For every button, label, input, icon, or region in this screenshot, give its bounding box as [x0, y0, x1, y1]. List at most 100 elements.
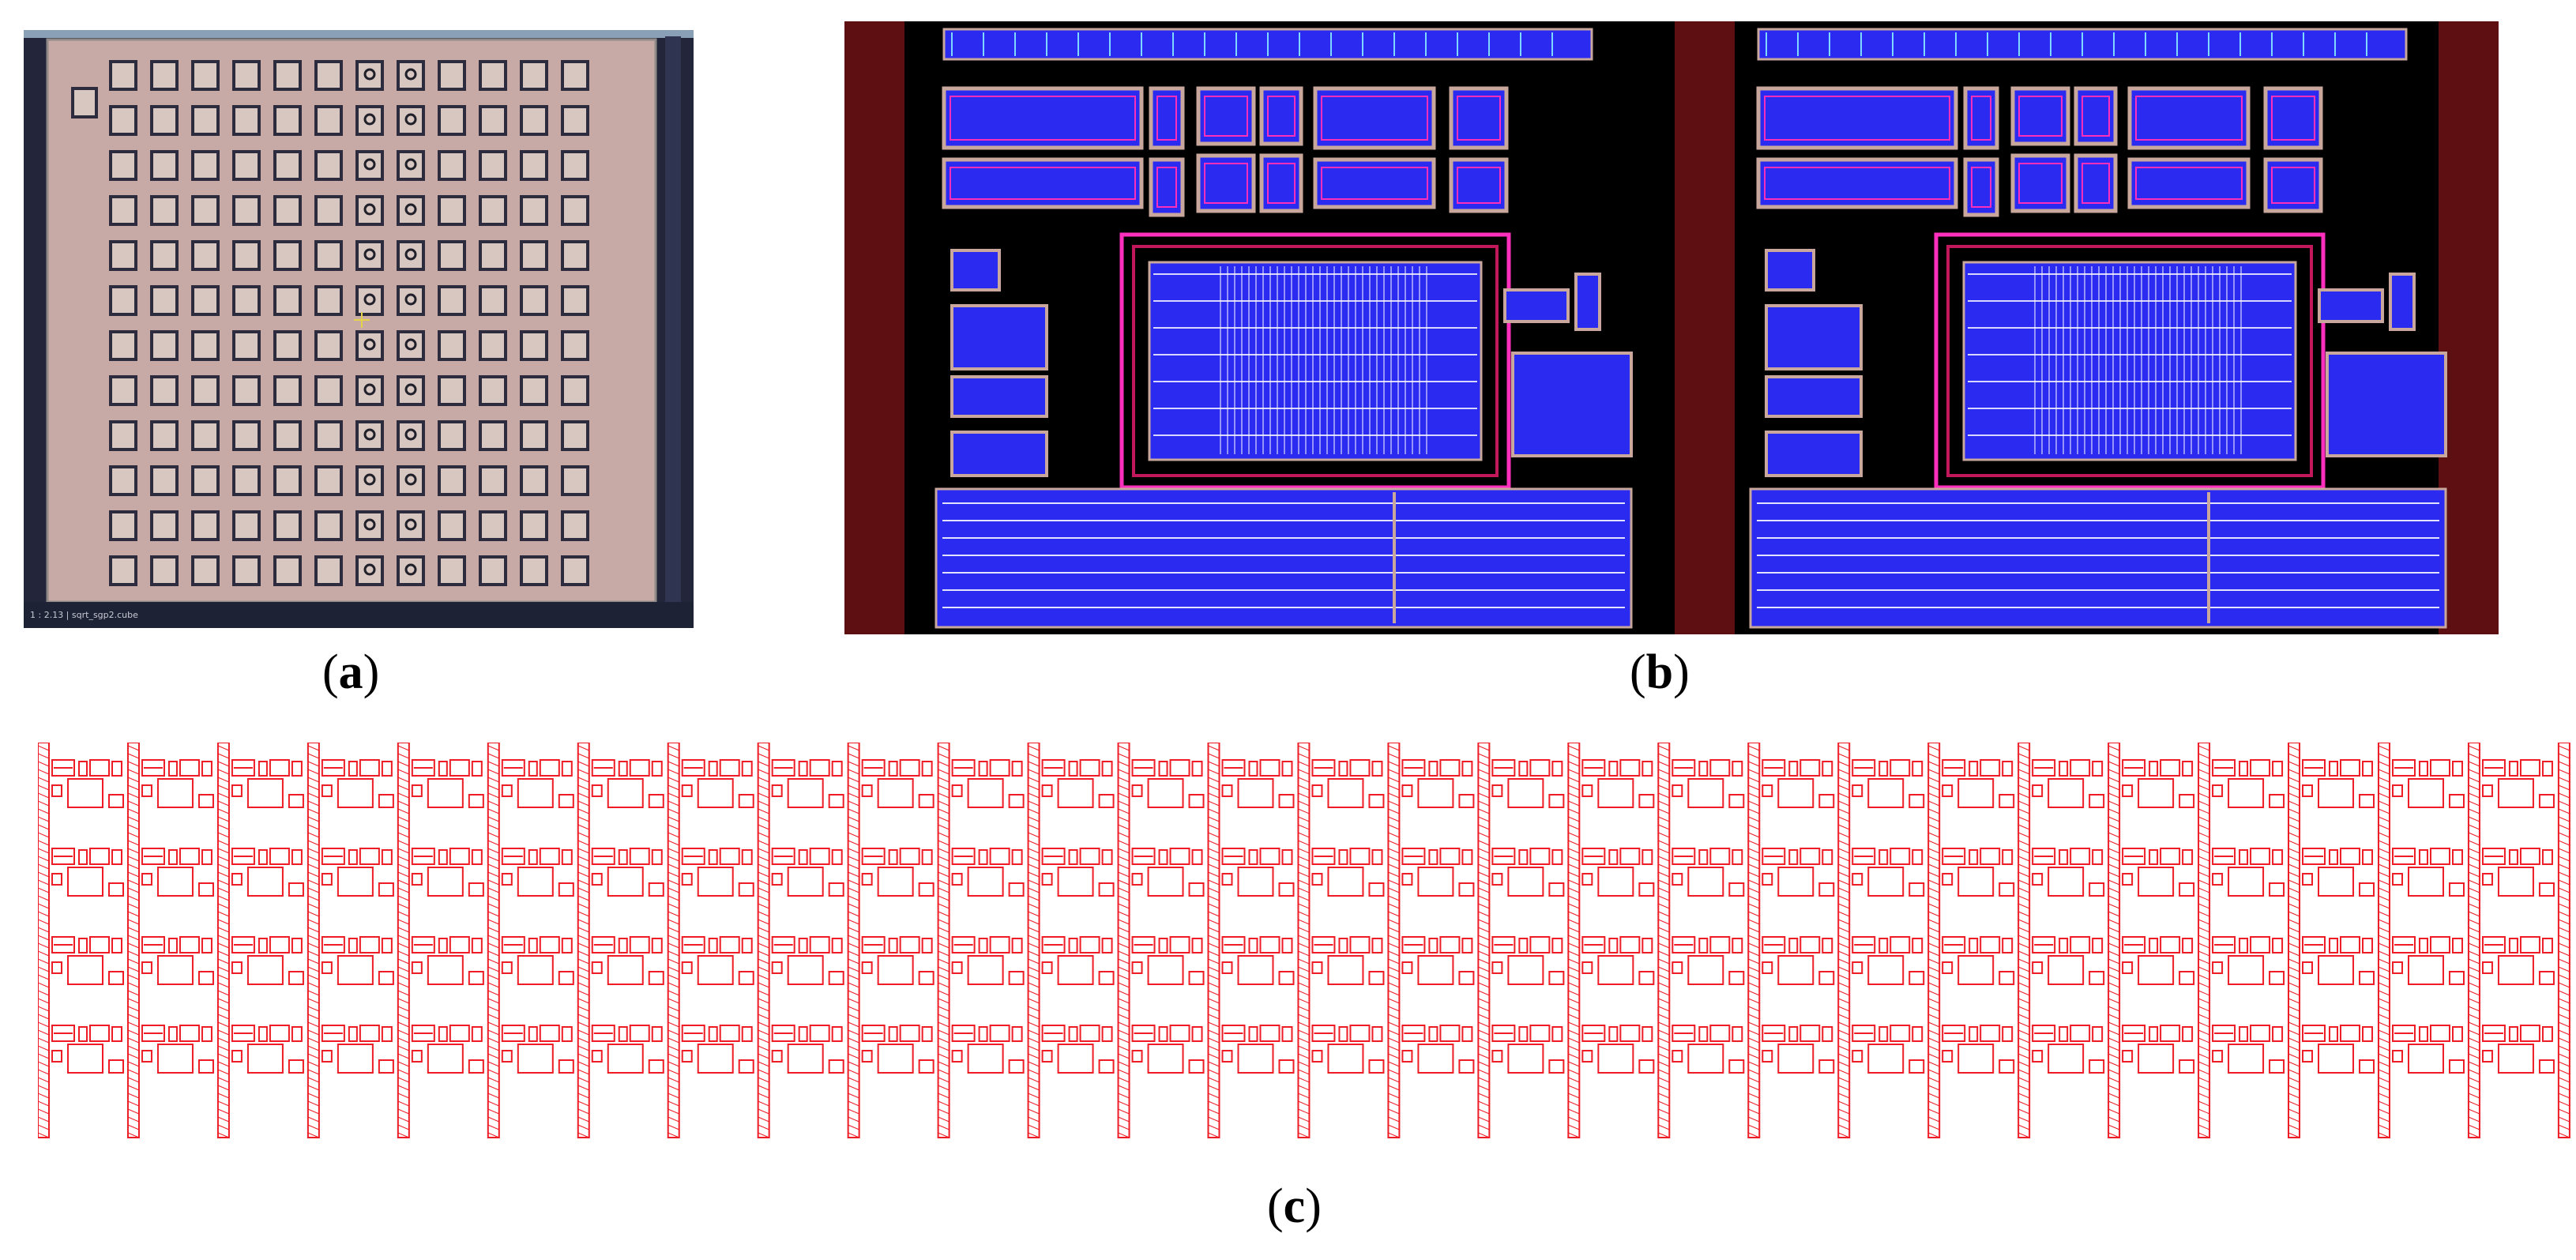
rail-hatch: [2468, 1100, 2480, 1107]
cell-block: [629, 848, 650, 865]
rail-hatch: [1208, 1069, 1220, 1075]
rail-hatch: [2288, 1045, 2300, 1051]
block-outline: [1204, 96, 1248, 137]
array-cell: [1672, 936, 1745, 985]
rail-hatch: [1568, 895, 1580, 901]
rail-hatch: [1388, 816, 1400, 822]
rail-hatch: [1748, 792, 1760, 799]
cell-block: [51, 873, 62, 886]
cell-block: [2122, 1050, 2134, 1063]
rail-hatch: [2378, 840, 2390, 846]
cell-block: [2481, 1025, 2506, 1042]
rail-hatch: [2108, 784, 2120, 791]
rail-hatch: [668, 840, 679, 846]
rail-hatch: [848, 800, 859, 807]
cell-block: [2182, 761, 2194, 777]
rail-hatch: [758, 871, 769, 878]
cell-block: [2451, 761, 2463, 777]
cell-block: [471, 849, 483, 865]
rail-hatch: [1927, 871, 1940, 878]
rail-hatch: [1478, 982, 1490, 988]
array-ring-outer: [1934, 232, 2326, 490]
rail-hatch: [1298, 816, 1310, 822]
rail-hatch: [487, 745, 500, 751]
rail-hatch: [1298, 1006, 1310, 1012]
probe-mark: [363, 518, 376, 531]
rail-hatch: [1748, 1006, 1760, 1012]
rail-hatch: [2288, 832, 2300, 838]
rail-hatch: [1658, 784, 1670, 791]
cell-block: [899, 848, 920, 865]
cell-block: [978, 938, 988, 953]
rail-hatch: [1298, 1021, 1310, 1028]
rail-hatch: [2558, 958, 2570, 965]
cell-block: [2391, 873, 2403, 886]
cell-block: [558, 882, 574, 897]
array-core: [1962, 261, 2297, 461]
cell-block: [1518, 1026, 1529, 1042]
array-cell: [2212, 936, 2285, 985]
cell-block: [2519, 1025, 2540, 1042]
rail-hatch: [1568, 1100, 1580, 1107]
cell-block: [719, 848, 740, 865]
rail-hatch: [758, 848, 769, 854]
rail-hatch: [1028, 895, 1040, 901]
rail-hatch: [1927, 982, 1940, 988]
rail-hatch: [1028, 1061, 1040, 1067]
rail-hatch: [758, 1029, 769, 1036]
rail-hatch: [487, 1045, 500, 1051]
cell-block: [2318, 1044, 2355, 1074]
rail-hatch: [2018, 935, 2030, 941]
rail-hatch: [577, 871, 589, 878]
rail-hatch: [487, 935, 500, 941]
rail-hatch: [2468, 863, 2480, 870]
cell-block: [411, 759, 435, 777]
cell-block: [1548, 1059, 1565, 1074]
rail-hatch: [38, 808, 50, 814]
rail-hatch: [1838, 1124, 1850, 1130]
rail-hatch: [668, 998, 679, 1004]
rail-hatch: [127, 1069, 140, 1075]
rail-hatch: [1658, 879, 1670, 886]
rail-hatch: [1298, 1132, 1310, 1138]
rail-hatch: [2288, 1053, 2300, 1059]
rail-hatch: [1208, 1108, 1220, 1115]
cell-block: [2092, 849, 2104, 865]
rail-hatch: [2018, 903, 2030, 909]
rail-hatch: [217, 784, 230, 791]
rail-hatch: [127, 1053, 140, 1059]
rail-hatch: [758, 1093, 769, 1099]
cell-block: [269, 1025, 290, 1042]
array-cell: [1221, 936, 1295, 985]
cell-block: [2497, 955, 2534, 985]
bond-pad: [314, 555, 343, 586]
rail-hatch: [397, 1085, 410, 1091]
rail-hatch: [1748, 1116, 1760, 1123]
cell-block: [2302, 848, 2326, 865]
rail-hatch: [1298, 1108, 1310, 1115]
rail-hatch: [577, 856, 589, 862]
cell-block: [1548, 794, 1565, 808]
rail-hatch: [848, 1069, 859, 1075]
rail-hatch: [2288, 998, 2300, 1004]
rail-hatch: [1748, 895, 1760, 901]
cell-block: [2048, 778, 2085, 808]
rail-hatch: [1208, 1029, 1220, 1036]
rail-hatch: [1927, 1077, 1940, 1083]
rail-hatch: [2108, 990, 2120, 996]
rail-hatch: [1388, 832, 1400, 838]
cell-block: [539, 848, 560, 865]
rail-hatch: [1028, 1124, 1040, 1130]
cell-block: [771, 1025, 795, 1042]
cell-block: [681, 1025, 705, 1042]
bond-pad: [397, 330, 425, 361]
rail-hatch: [217, 895, 230, 901]
rail-hatch: [397, 753, 410, 759]
rail-hatch: [1927, 745, 1940, 751]
cell-block: [1518, 938, 1529, 953]
rail-hatch: [1028, 958, 1040, 965]
rail-hatch: [938, 950, 950, 957]
cell-block: [1687, 778, 1724, 808]
rail-hatch: [1838, 840, 1850, 846]
cell-block: [1709, 848, 1731, 865]
